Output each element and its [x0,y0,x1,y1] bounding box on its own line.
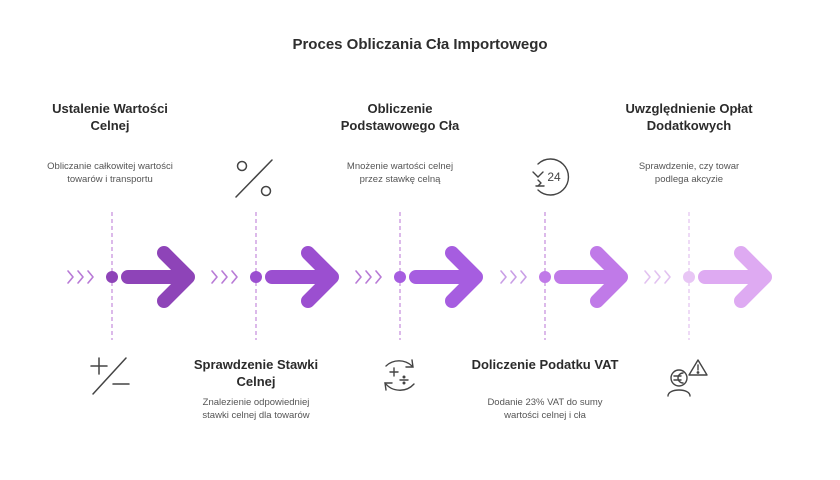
step-2-dot [250,271,262,283]
step-1-description: Obliczanie całkowitej wartości towarów i… [47,161,173,185]
step-4-graphics: 24 [500,158,628,340]
math-cycle-icon [384,359,415,391]
step-3-dot [394,271,406,283]
step-1-title: Ustalenie Wartości Celnej [52,101,168,133]
step-2-title: Sprawdzenie Stawki Celnej [193,357,319,389]
clock-24-label: 24 [547,170,561,184]
chevrons-5 [644,270,671,284]
step-3-arrow [409,246,483,308]
chevrons-4 [500,270,527,284]
step-3-description: Mnożenie wartości celnej przez stawkę ce… [346,161,454,185]
diagram-title: Proces Obliczania Cła Importowego [292,36,548,53]
clock-24-icon [532,158,570,196]
step-2-graphics [211,159,339,340]
step-2-description: Znalezienie odpowiedniej stawki celnej d… [202,397,310,421]
step-5-arrow [698,246,772,308]
percent-icon [235,159,273,198]
step-3-title: Obliczenie Podstawowego Cła [340,101,460,133]
chevrons-2 [211,270,238,284]
euro-warning-icon [667,359,708,397]
step-2-arrow [265,246,339,308]
step-3-graphics [355,212,483,391]
step-1-dot [106,271,118,283]
step-4-title: Doliczenie Podatku VAT [471,357,619,372]
step-5-title: Uwzględnienie Opłat Dodatkowych [625,101,753,133]
step-1-graphics [67,212,195,395]
step-4-dot [539,271,551,283]
step-5-graphics [644,212,772,397]
step-5-dot [683,271,695,283]
chevrons-3 [355,270,382,284]
step-1-arrow [121,246,195,308]
chevrons-1 [67,270,94,284]
step-5-description: Sprawdzenie, czy towar podlega akcyzie [638,161,740,185]
step-4-description: Dodanie 23% VAT do sumy wartości celnej … [487,397,603,421]
step-4-arrow [554,246,628,308]
plus-minus-icon [90,357,130,395]
